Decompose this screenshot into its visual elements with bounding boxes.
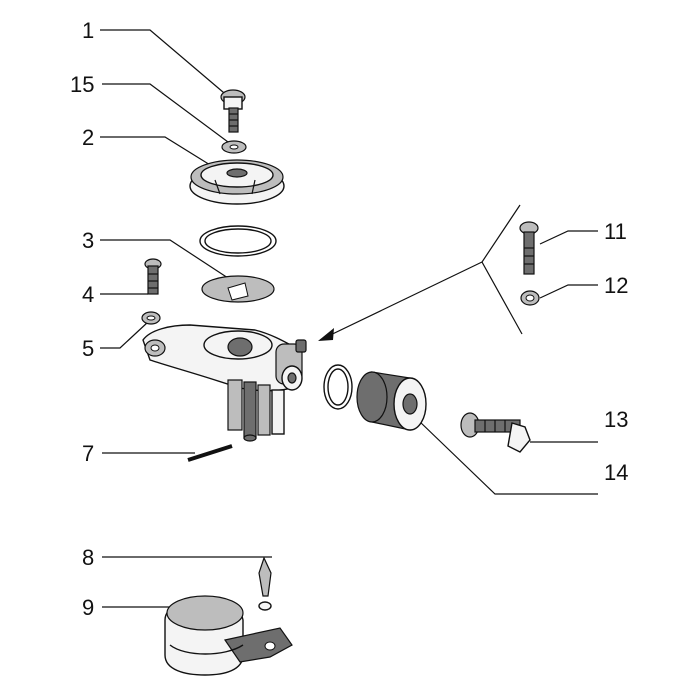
part-11-screw bbox=[519, 221, 539, 275]
part-7-pin bbox=[187, 444, 233, 462]
callout-15: 15 bbox=[70, 72, 94, 97]
callout-3: 3 bbox=[82, 228, 94, 253]
callout-9: 9 bbox=[82, 595, 94, 620]
part-12-nut bbox=[520, 290, 540, 306]
part-13-bolt bbox=[460, 412, 531, 453]
part-8-needle bbox=[258, 556, 272, 611]
part-3-diaphragm bbox=[201, 275, 275, 303]
leader-lines bbox=[100, 29, 598, 608]
part-gasket-ring bbox=[199, 225, 277, 257]
part-main-body bbox=[142, 324, 307, 442]
callout-7: 7 bbox=[82, 441, 94, 466]
part-14-filter bbox=[356, 371, 427, 431]
bracket-lines bbox=[319, 204, 523, 341]
callout-12: 12 bbox=[604, 273, 628, 298]
part-2-cover bbox=[189, 159, 285, 205]
part-9-float bbox=[164, 595, 293, 676]
leader-12 bbox=[539, 284, 598, 299]
part-5-washer bbox=[141, 311, 161, 325]
arrow-head bbox=[318, 328, 334, 341]
part-1-screw bbox=[220, 89, 246, 133]
leader-14 bbox=[417, 419, 598, 495]
callout-4: 4 bbox=[82, 282, 94, 307]
leader-1 bbox=[100, 29, 231, 99]
callout-14: 14 bbox=[604, 460, 628, 485]
callout-11: 11 bbox=[604, 219, 627, 244]
leader-2 bbox=[100, 136, 216, 169]
callout-13: 13 bbox=[604, 407, 628, 432]
leader-3 bbox=[100, 239, 229, 279]
part-4-screw bbox=[144, 258, 162, 295]
part-15-washer bbox=[221, 140, 247, 154]
leader-11 bbox=[539, 230, 598, 245]
callout-5: 5 bbox=[82, 336, 94, 361]
callout-1: 1 bbox=[82, 18, 94, 43]
part-o-ring bbox=[323, 364, 353, 410]
leader-15 bbox=[102, 83, 229, 143]
leader-5 bbox=[100, 321, 149, 349]
callout-8: 8 bbox=[82, 545, 94, 570]
callout-labels: 1 15 2 3 4 5 7 8 9 11 12 13 14 bbox=[70, 18, 628, 620]
callout-2: 2 bbox=[82, 125, 94, 150]
